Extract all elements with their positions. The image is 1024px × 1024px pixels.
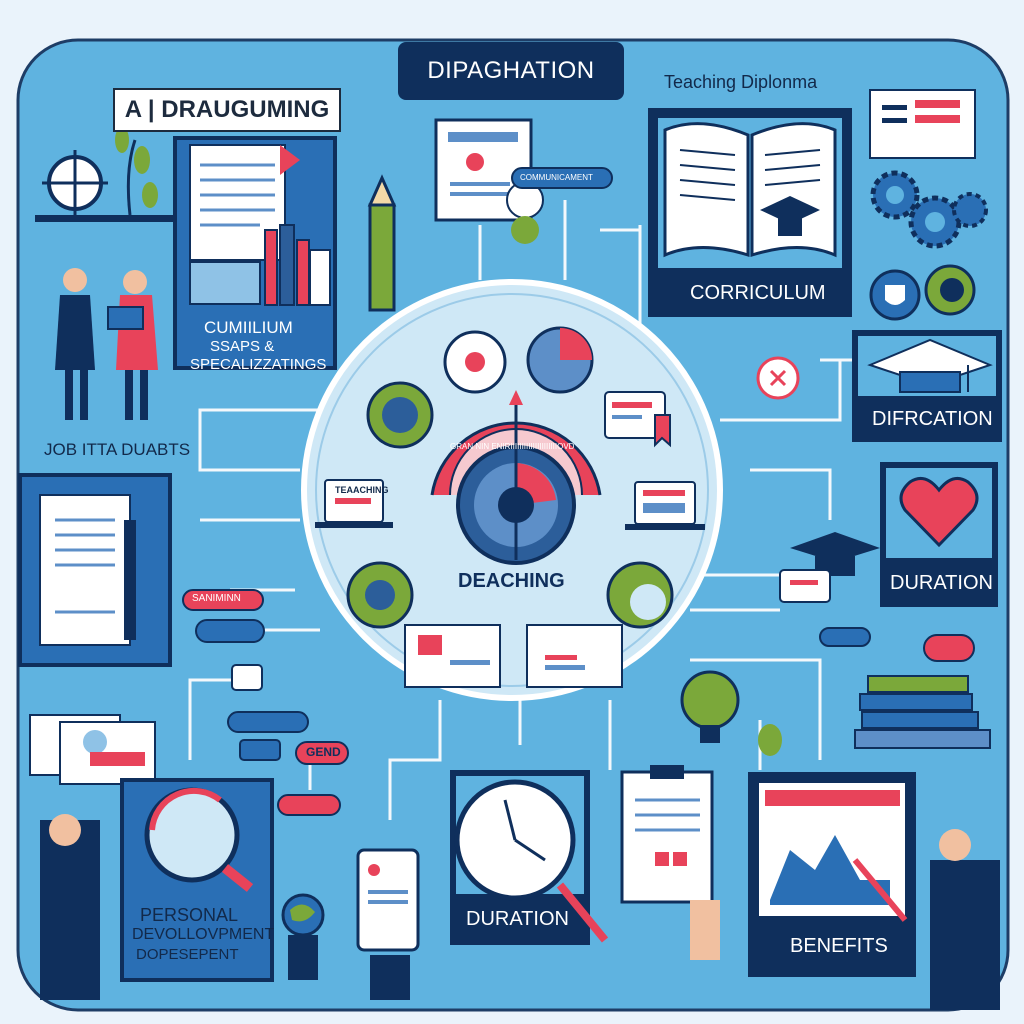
people-illustration <box>55 268 158 420</box>
personal-label-line2: DEVOLLOVPMENT <box>132 926 275 943</box>
shield-icon <box>869 269 921 321</box>
tag-teaching: TEAACHING <box>335 485 389 495</box>
top-left-banner: A | DRAUGUMING <box>113 88 341 132</box>
specializations-label-line2: SSAPS & <box>210 338 275 355</box>
benefits-label: BENEFITS <box>790 935 888 957</box>
question-icon <box>924 264 976 316</box>
right-pill-tags <box>819 627 975 662</box>
lightbulb-icon <box>680 670 782 756</box>
benefits-card <box>748 772 1000 1010</box>
personal-development-card <box>40 778 274 1000</box>
central-circle-inner-ring <box>315 293 709 687</box>
curriculum-card <box>648 108 852 317</box>
plant-icon <box>115 127 158 216</box>
tablet-icon <box>620 765 720 960</box>
diagram-title: DIPAGHATION <box>398 42 624 100</box>
personal-label-line3: DOPESEPENT <box>136 946 239 963</box>
top-right-label: Teaching Diplonma <box>664 72 818 92</box>
job-label: JOB ITTA DUABTS <box>44 440 191 459</box>
curriculum-label: CORRICULUM <box>690 282 826 304</box>
globe-icon <box>281 893 325 980</box>
connector-lines <box>188 200 860 820</box>
tag-pill-red: SANIMINN <box>192 593 241 604</box>
difraction-card <box>852 330 1002 442</box>
duration-right-card <box>880 462 998 607</box>
phone-icon <box>356 848 420 1000</box>
central-dial-icon <box>430 390 602 565</box>
duration-bottom-label: DURATION <box>466 908 569 930</box>
specializations-label-line3: SPECALIZZATINGS <box>190 356 327 373</box>
tag-green-pill: COMMUNICAMENT <box>520 173 593 182</box>
pencil-icon <box>367 174 397 312</box>
difraction-label: DIFRCATION <box>872 408 993 430</box>
center-label: DEACHING <box>458 570 565 592</box>
duration-right-label: DURATION <box>890 572 993 594</box>
specializations-label-line1: CUMIILIUM <box>204 318 293 337</box>
resume-document-icon <box>434 118 613 244</box>
specializations-card <box>173 136 337 370</box>
target-icon <box>35 150 175 222</box>
small-document-icon <box>869 89 976 159</box>
close-icon <box>756 356 800 400</box>
tag-gend: GEND <box>306 745 341 759</box>
bottom-left-doc-icons <box>29 711 349 816</box>
duration-bottom-card <box>450 770 609 945</box>
gears-icon <box>870 170 988 249</box>
graduation-cap-icon <box>779 532 880 603</box>
center-arc-label: GRAN NIN ENIRIIIIIIIIIIIIIIIIIIIIIOVD <box>450 442 575 451</box>
left-pill-tags <box>182 589 265 691</box>
personal-label-line1: PERSONAL <box>140 905 239 925</box>
books-stack-icon <box>854 675 991 749</box>
circle-icons <box>315 326 705 688</box>
clipboard-card <box>18 473 172 667</box>
